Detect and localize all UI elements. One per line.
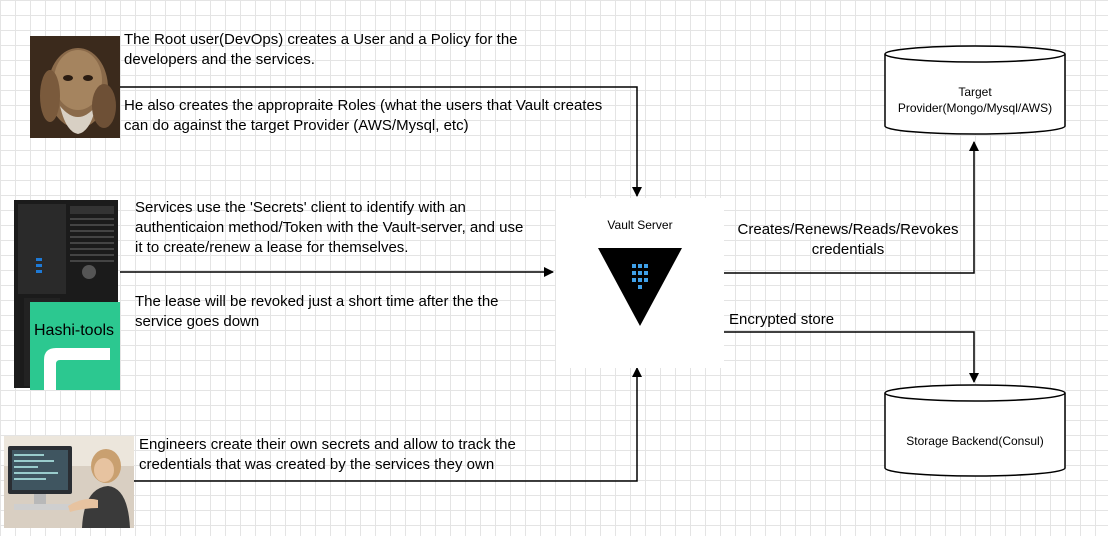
target-provider-label: Target Provider(Mongo/Mysql/AWS) — [897, 85, 1053, 115]
vault-server-title: Vault Server — [607, 218, 673, 232]
lease-revocation-description: The lease will be revoked just a short t… — [135, 293, 499, 330]
engineer-photo — [4, 436, 134, 528]
hashi-tools-label: Hashi-tools — [34, 322, 115, 339]
vault-logo-icon — [598, 248, 682, 326]
engineers-description: Engineers create their own secrets and a… — [139, 436, 516, 473]
engineers-to-vault-arrow — [134, 367, 642, 482]
target-provider-cylinder — [884, 45, 1066, 135]
root-user-photo — [30, 36, 120, 138]
vault-to-storage-arrow — [724, 331, 979, 383]
vault-server-node: Vault Server — [556, 198, 724, 368]
vault-to-target-label: Creates/Renews/Reads/Revokes credentials — [737, 221, 959, 258]
storage-backend-cylinder — [884, 384, 1066, 477]
hashi-tools-logo-icon — [44, 348, 110, 390]
root-user-roles-description: He also creates the appropraite Roles (w… — [124, 97, 603, 134]
services-description: Services use the 'Secrets' client to ide… — [135, 199, 524, 256]
vault-to-storage-label: Encrypted store — [729, 311, 835, 328]
root-user-description: The Root user(DevOps) creates a User and… — [124, 31, 518, 68]
root-to-vault-arrow — [120, 86, 642, 197]
vault-to-target-arrow — [724, 141, 979, 274]
hashi-tools-badge: Hashi-tools — [30, 302, 120, 390]
storage-backend-label: Storage Backend(Consul) — [906, 434, 1044, 448]
